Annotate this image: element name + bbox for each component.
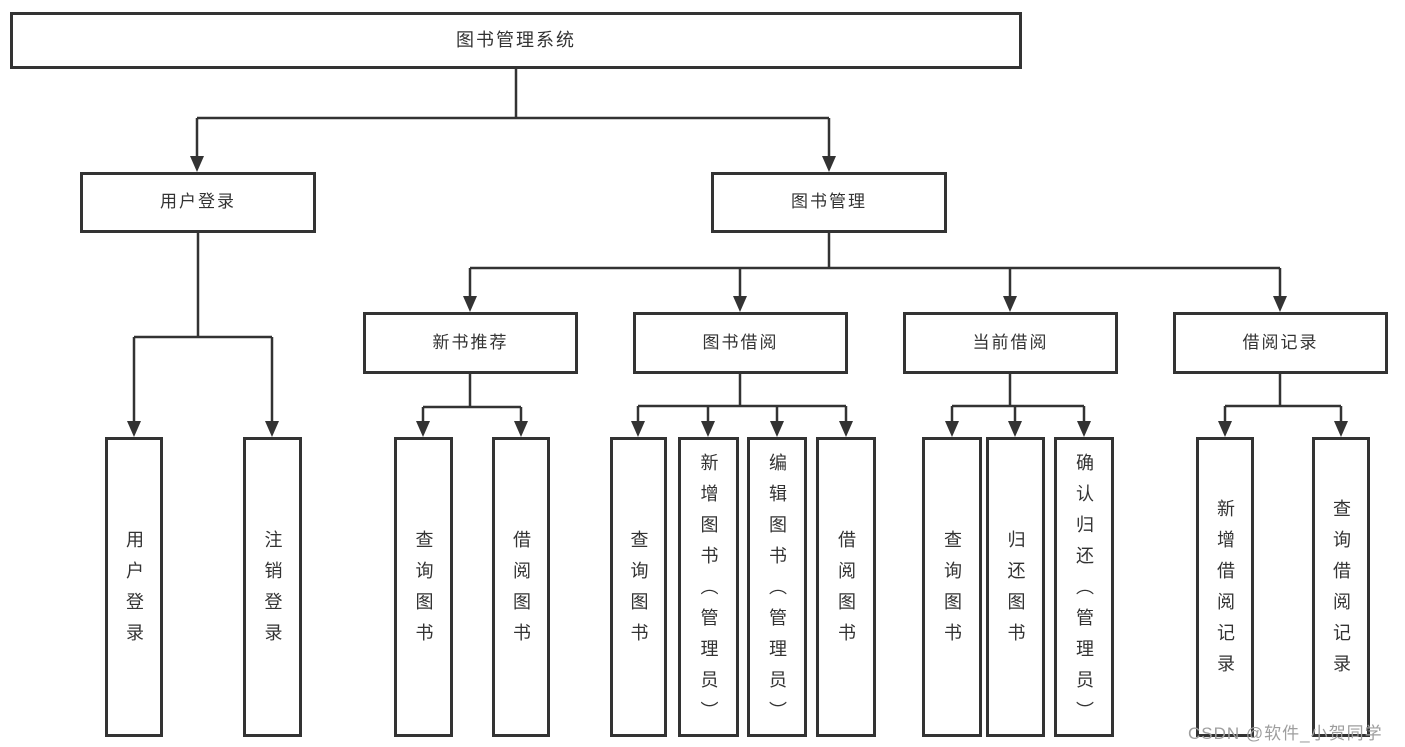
- node-leaf-borrow-borrow-label: 借阅图书: [836, 530, 856, 654]
- node-borrow-records-label: 借阅记录: [1242, 332, 1319, 352]
- node-leaf-records-add: 新增借阅记录: [1196, 437, 1254, 737]
- node-leaf-user-login-label: 用户登录: [124, 530, 144, 654]
- node-borrow-records: 借阅记录: [1173, 312, 1388, 374]
- node-leaf-logout-label: 注销登录: [262, 530, 283, 654]
- node-leaf-current-confirm: 确认归还（管理员）: [1054, 437, 1114, 737]
- node-leaf-borrow-add-label: 新增图书（管理员）: [698, 452, 719, 732]
- node-new-book-recommend-label: 新书推荐: [432, 332, 509, 352]
- node-leaf-borrow-edit-label: 编辑图书（管理员）: [767, 452, 787, 732]
- node-leaf-newbook-borrow-label: 借阅图书: [511, 530, 531, 654]
- node-leaf-current-query: 查询图书: [922, 437, 982, 737]
- node-leaf-current-confirm-label: 确认归还（管理员）: [1074, 452, 1094, 732]
- node-leaf-newbook-query: 查询图书: [394, 437, 453, 737]
- node-leaf-borrow-query-label: 查询图书: [628, 530, 649, 654]
- node-leaf-current-return: 归还图书: [986, 437, 1045, 737]
- node-leaf-newbook-query-label: 查询图书: [413, 530, 434, 654]
- node-current-borrow-label: 当前借阅: [972, 332, 1049, 352]
- node-leaf-borrow-edit: 编辑图书（管理员）: [747, 437, 807, 737]
- node-user-login-label: 用户登录: [160, 192, 236, 212]
- node-leaf-records-add-label: 新增借阅记录: [1215, 499, 1235, 685]
- node-leaf-borrow-add: 新增图书（管理员）: [678, 437, 739, 737]
- node-leaf-current-query-label: 查询图书: [942, 530, 962, 654]
- node-library-system: 图书管理系统: [10, 12, 1022, 69]
- node-leaf-current-return-label: 归还图书: [1005, 530, 1026, 654]
- node-leaf-logout: 注销登录: [243, 437, 302, 737]
- node-leaf-user-login: 用户登录: [105, 437, 163, 737]
- arrowhead-icons: [127, 156, 1348, 437]
- node-library-system-label: 图书管理系统: [456, 29, 576, 50]
- watermark-text: CSDN @软件_小贺同学: [1188, 724, 1383, 743]
- node-leaf-borrow-query: 查询图书: [610, 437, 667, 737]
- node-user-login: 用户登录: [80, 172, 316, 233]
- node-leaf-records-query-label: 查询借阅记录: [1331, 499, 1351, 685]
- node-leaf-borrow-borrow: 借阅图书: [816, 437, 876, 737]
- node-book-management: 图书管理: [711, 172, 947, 233]
- node-current-borrow: 当前借阅: [903, 312, 1118, 374]
- node-book-borrow-label: 图书借阅: [702, 332, 779, 352]
- node-leaf-newbook-borrow: 借阅图书: [492, 437, 550, 737]
- node-new-book-recommend: 新书推荐: [363, 312, 578, 374]
- node-book-borrow: 图书借阅: [633, 312, 848, 374]
- node-leaf-records-query: 查询借阅记录: [1312, 437, 1370, 737]
- node-book-management-label: 图书管理: [791, 192, 867, 212]
